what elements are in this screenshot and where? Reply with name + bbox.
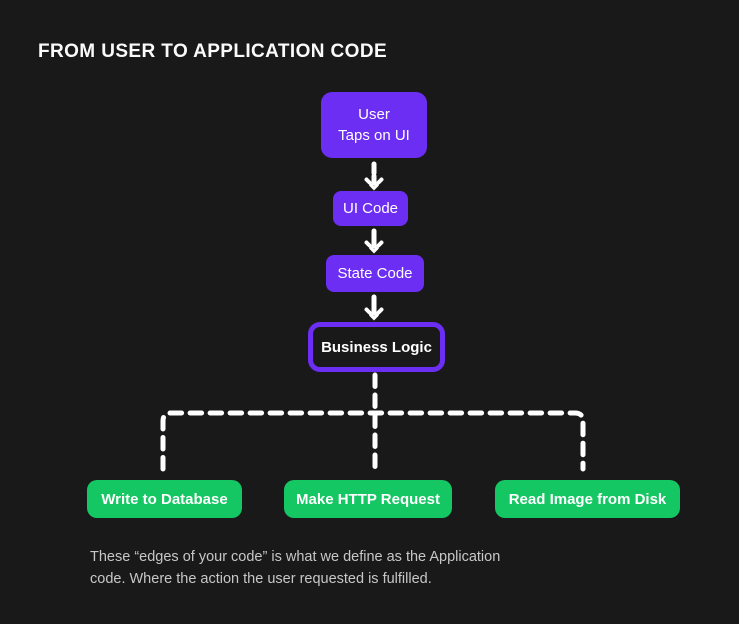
dashed-arrow-down-icon [367, 228, 382, 251]
dashed-arrow-down-icon [367, 161, 382, 188]
node-user-taps-on-ui: User Taps on UI [321, 92, 427, 158]
node-read-image-from-disk: Read Image from Disk [495, 480, 680, 518]
caption-text: These “edges of your code” is what we de… [90, 546, 500, 590]
dashed-branch-lines [160, 372, 586, 472]
page-title: FROM USER TO APPLICATION CODE [38, 41, 388, 62]
node-state-code: State Code [326, 255, 424, 292]
caption-line-1: These “edges of your code” is what we de… [90, 549, 501, 565]
dashed-arrow-down-icon [367, 294, 382, 318]
node-business-logic: Business Logic [308, 322, 445, 372]
caption-line-2: code. Where the action the user requeste… [90, 571, 432, 587]
node-ui-code: UI Code [333, 191, 408, 226]
node-write-to-database: Write to Database [87, 480, 242, 518]
node-make-http-request: Make HTTP Request [284, 480, 452, 518]
